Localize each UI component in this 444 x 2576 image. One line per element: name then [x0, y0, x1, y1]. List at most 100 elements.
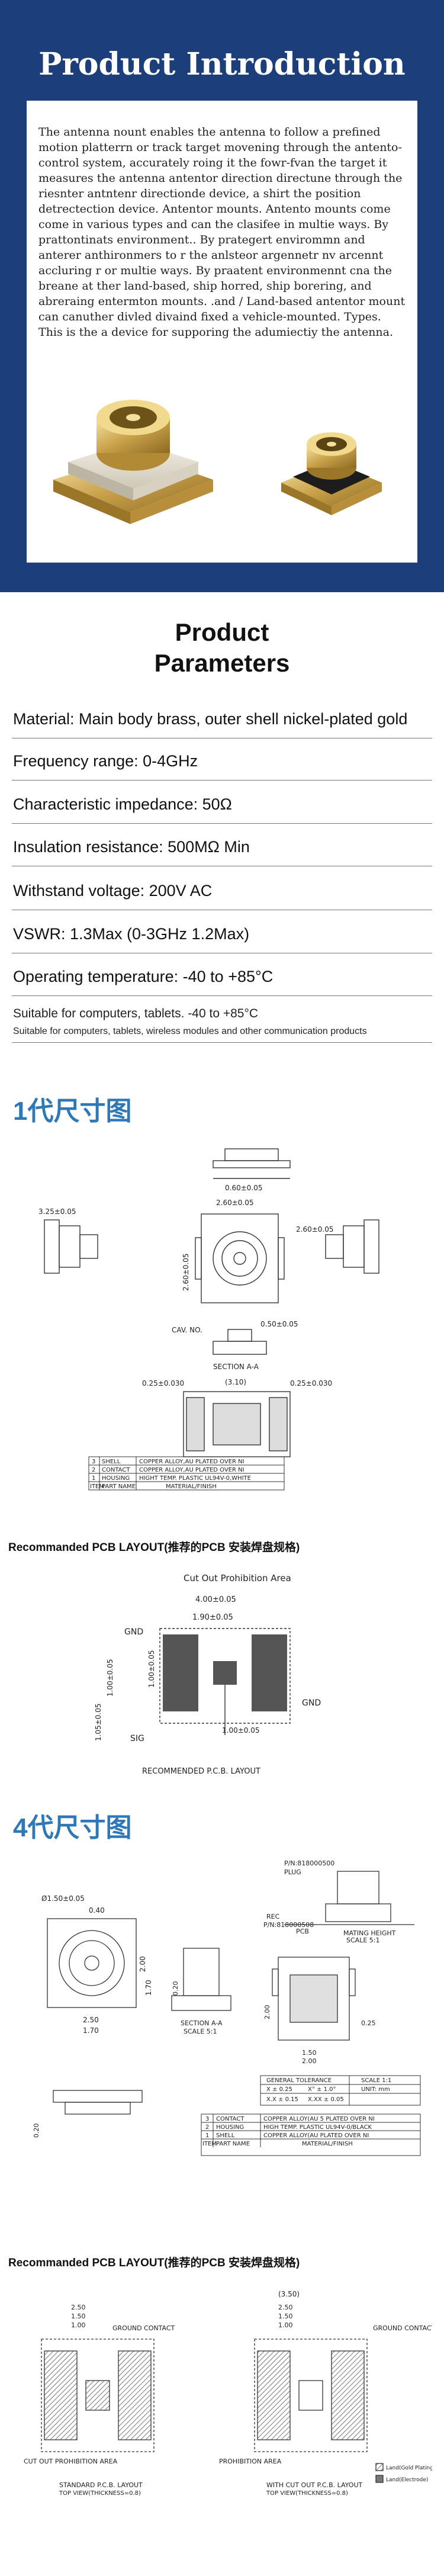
gen4-pcb-gc-2: GROUND CONTACT: [373, 2324, 432, 2332]
gen1-dim-d5: 2.60±0.05: [296, 1225, 334, 1234]
gen4-pcb-cut-1: CUT OUT PROHIBITION AREA: [24, 2458, 118, 2465]
gen1-row-1: 3: [92, 1459, 95, 1465]
param-note-1: Suitable for computers, tablets. -40 to …: [13, 1007, 259, 1020]
gen4-head-material: MATERIAL/FINISH: [302, 2141, 353, 2147]
gen1-head-part: PART NAME: [102, 1483, 136, 1490]
gen4-rec-label: REC: [266, 1913, 280, 1920]
gen1-part-2: CONTACT: [102, 1467, 130, 1473]
gen1-dim-d3: 2.60±0.05: [216, 1199, 254, 1207]
gen4-mat-2: HIGH TEMP. PLASTIC UL94V-0/BLACK: [263, 2124, 372, 2131]
gen4-row-3: 1: [205, 2132, 209, 2139]
gen1-part-3: HOUSING: [102, 1475, 130, 1482]
gen1-pcb-d1: 4.00±0.05: [195, 1595, 236, 1604]
gen1-row-3: 1: [92, 1475, 95, 1482]
gen4-section-label: SECTION A-A: [181, 2019, 223, 2027]
gen1-pcb-d4: 1.00±0.05: [106, 1659, 114, 1697]
gen4-scale2-label: SCALE 5:1: [184, 2028, 217, 2035]
gen1-pcb-d6: 1.05±0.05: [94, 1704, 102, 1742]
gen4-dim-d3: 2.00: [139, 1956, 147, 1972]
params-title-line1: Product: [175, 618, 269, 646]
gen4-pcb-legend-1: Land(Gold Plating): [386, 2465, 432, 2471]
gen4-pcb-gc-1: GROUND CONTACT: [112, 2324, 175, 2332]
gen4-dim-d4: 1.70: [144, 1980, 153, 1996]
gen4-head-item: ITEM: [202, 2141, 217, 2147]
gen4-plug-label: PLUG: [284, 1868, 301, 1876]
gen1-pcb-gnd-1: GND: [124, 1627, 143, 1637]
gen4-pn-plug: P/N:818000500: [284, 1859, 334, 1867]
gen1-row-2: 2: [92, 1467, 95, 1473]
gen4-dim-d6: 1.70: [83, 2026, 99, 2035]
gen1-pcb-cut-label: Cut Out Prohibition Area: [184, 1573, 291, 1583]
gen4-pcb-d5: 1.50: [278, 2312, 293, 2320]
gen4-dimension-drawing: P/N:818000500 PLUG REC P/N:818000508 PCB…: [33, 1859, 421, 2156]
param-note-2: Suitable for computers, tablets, wireles…: [13, 1026, 367, 1036]
gen1-cav-no: CAV. NO.: [172, 1326, 202, 1334]
gen4-pcb-d6: 1.00: [278, 2321, 293, 2329]
gen4-pcb-legend-2: Land(Electrode): [386, 2477, 428, 2483]
gen4-pcb-layout: (3.50) 2.50 1.50 1.00 2.50 1.50 1.00 GRO…: [24, 2290, 432, 2497]
gen4-pcb-title: Recommanded PCB LAYOUT(推荐的PCB 安装焊盘规格): [8, 2257, 300, 2269]
param-voltage: Withstand voltage: 200V AC: [13, 882, 213, 900]
gen4-pcb-d4: 2.50: [278, 2304, 293, 2311]
gen1-dim-d6: 0.50±0.05: [260, 1320, 298, 1328]
param-vswr: VSWR: 1.3Max (0-3GHz 1.2Max): [13, 925, 250, 943]
param-divider: [12, 995, 432, 996]
gen4-dim-d1: Ø1.50±0.05: [41, 1894, 85, 1903]
gen1-pcb-title: Recommanded PCB LAYOUT(推荐的PCB 安装焊盘规格): [8, 1541, 300, 1554]
gen4-part-2: HOUSING: [216, 2124, 244, 2131]
gen1-pcb-gnd-2: GND: [302, 1698, 321, 1708]
gen4-pcb-std-sub: TOP VIEW(THICKNESS=0.8): [59, 2490, 141, 2497]
gen1-pcb-d2: 1.90±0.05: [192, 1613, 233, 1622]
gen4-tol-title: GENERAL TOLERANCE: [266, 2077, 332, 2084]
gen1-dim-d4: 0.60±0.05: [225, 1184, 263, 1192]
param-impedance: Characteristic impedance: 50Ω: [13, 795, 232, 813]
gen1-pcb-d5: 1.00±0.05: [222, 1726, 260, 1735]
gen4-dim-d7b: 0.20: [33, 2124, 40, 2138]
gen4-dim-d8: 2.00: [263, 2005, 271, 2020]
gen1-mat-2: COPPER ALLOY,AU PLATED OVER NI: [139, 1467, 244, 1473]
gen4-pcb-top: (3.50): [278, 2290, 300, 2298]
connector-photo-black: [281, 432, 382, 515]
gen4-dim-d10: 0.25: [361, 2019, 376, 2027]
gen1-parts-table: [88, 1456, 285, 1491]
gen4-pcb-cut-2: PROHIBITION AREA: [219, 2458, 282, 2465]
gen4-tol-unit: UNIT: mm: [361, 2086, 390, 2093]
gen1-dim-d9: 0.25±0.030: [290, 1379, 332, 1387]
connector-photo-gold: [53, 400, 213, 524]
param-material: Material: Main body brass, outer shell n…: [13, 710, 408, 728]
gen4-row-2: 2: [205, 2124, 209, 2131]
intro-title: Product Introduction: [38, 46, 406, 82]
gen1-pcb-layout: Cut Out Prohibition Area 4.00±0.05 1.90±…: [94, 1573, 321, 1776]
gen4-head-part: PART NAME: [216, 2141, 250, 2147]
gen4-mating-label: MATING HEIGHT: [343, 1929, 396, 1937]
gen4-pcb-d3: 1.00: [71, 2321, 86, 2329]
gen4-part-3: SHELL: [216, 2132, 235, 2139]
gen1-title: 1代尺寸图: [13, 1097, 132, 1126]
gen4-scale-label: SCALE 5:1: [346, 1936, 379, 1944]
gen4-mat-3: COPPER ALLOY(AU PLATED OVER NI: [263, 2132, 369, 2139]
params-title: Product Parameters: [0, 617, 444, 679]
param-insulation: Insulation resistance: 500MΩ Min: [13, 838, 250, 856]
gen1-section-label: SECTION A-A: [213, 1363, 259, 1371]
gen4-dim-d3b: 2.00: [302, 2057, 317, 2065]
gen1-dim-d8: (3.10): [225, 1378, 246, 1386]
gen4-tol-scale: SCALE 1:1: [361, 2077, 391, 2084]
gen4-tol-2: X° ± 1.0°: [308, 2086, 336, 2093]
gen4-dim-d5: 2.50: [83, 2016, 99, 2024]
gen1-part-1: SHELL: [102, 1459, 121, 1465]
gen4-row-1: 3: [205, 2116, 209, 2122]
gen4-tol-4: X.X ± 0.15: [266, 2096, 298, 2103]
gen1-mat-1: COPPER ALLOY,AU PLATED OVER NI: [139, 1459, 244, 1465]
gen1-pcb-sig: SIG: [130, 1734, 144, 1743]
gen4-tolerance-table: [260, 2075, 421, 2106]
intro-text: The antenna nount enables the antenna to…: [38, 126, 406, 339]
gen4-pcb-d2: 1.50: [71, 2312, 86, 2320]
gen1-dim-d7: 0.25±0.030: [142, 1379, 184, 1387]
gen4-tol-5: X.XX ± 0.05: [308, 2096, 344, 2103]
param-divider: [12, 1042, 432, 1043]
gen4-pcb-with: WITH CUT OUT P.C.B. LAYOUT: [266, 2481, 362, 2489]
gen1-dim-d2: 2.60±0.05: [182, 1254, 190, 1292]
gen4-parts-table: [201, 2114, 421, 2156]
gen4-title: 4代尺寸图: [13, 1813, 132, 1842]
gen1-mat-3: HIGHT TEMP. PLASTIC UL94V-0,WHITE: [139, 1475, 251, 1482]
